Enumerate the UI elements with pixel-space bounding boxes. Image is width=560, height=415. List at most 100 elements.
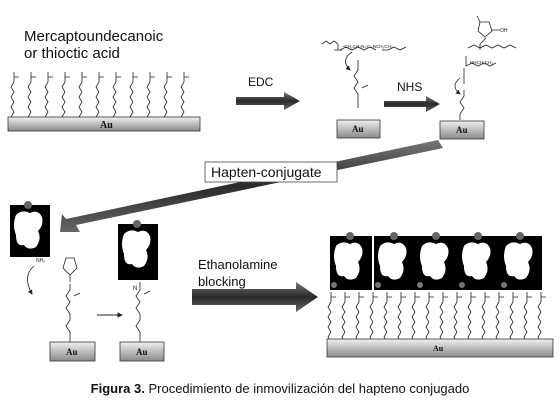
protein-coupling-1 bbox=[10, 201, 50, 257]
blocked-monolayer bbox=[327, 292, 546, 343]
protein-array bbox=[330, 232, 542, 290]
carboxyl-head bbox=[400, 292, 406, 302]
carboxyl-head bbox=[81, 72, 87, 82]
alkyl-chain bbox=[509, 301, 514, 343]
nhs-oh-text: OH bbox=[500, 28, 508, 34]
carboxyl-head bbox=[30, 72, 36, 82]
alkyl-chain bbox=[439, 301, 444, 343]
gold-substrate-5 bbox=[119, 341, 165, 362]
alkyl-chain bbox=[467, 301, 472, 343]
hapten-label-box bbox=[204, 161, 338, 183]
gold-substrate-3 bbox=[439, 120, 485, 140]
alkyl-chain bbox=[95, 81, 100, 118]
caption-text: Procedimiento de inmovilización del hapt… bbox=[148, 381, 470, 396]
immobilized-protein bbox=[416, 232, 458, 290]
edc-arrow bbox=[236, 92, 300, 110]
gold-label-3: Au bbox=[456, 125, 468, 135]
carboxyl-head bbox=[64, 72, 70, 82]
alkyl-chain bbox=[44, 81, 49, 118]
carboxyl-head bbox=[512, 292, 518, 302]
alkyl-chain bbox=[341, 301, 346, 343]
nhs-fragment-text: NHCH₂CH₃ bbox=[470, 60, 493, 65]
edc-intermediate bbox=[321, 40, 407, 108]
acid-monolayer bbox=[10, 72, 189, 118]
alkyl-chain bbox=[383, 301, 388, 343]
amide-n-label: N bbox=[133, 286, 137, 292]
immobilized-protein bbox=[458, 232, 500, 290]
carboxyl-head bbox=[149, 72, 155, 82]
alkyl-chain bbox=[355, 301, 360, 343]
alkyl-chain bbox=[537, 301, 542, 343]
carboxyl-head bbox=[484, 292, 490, 302]
carboxyl-head bbox=[414, 292, 420, 302]
alkyl-chain bbox=[146, 81, 151, 118]
alkyl-chain bbox=[327, 301, 332, 343]
gold-label-2: Au bbox=[352, 124, 364, 134]
alkyl-chain bbox=[180, 81, 185, 118]
carboxyl-head bbox=[428, 292, 434, 302]
alkyl-chain bbox=[61, 81, 66, 118]
alkyl-chain bbox=[369, 301, 374, 343]
carboxyl-head bbox=[183, 72, 189, 82]
carboxyl-head bbox=[358, 292, 364, 302]
acid-label-line1: Mercaptoundecanoic bbox=[24, 28, 164, 45]
carboxyl-head bbox=[456, 292, 462, 302]
carboxyl-head bbox=[386, 292, 392, 302]
alkyl-chain bbox=[425, 301, 430, 343]
gold-substrate-final bbox=[326, 338, 554, 358]
caption-label: Figura 3. bbox=[90, 381, 145, 396]
hapten-conjugate-arrow bbox=[60, 140, 443, 232]
alkyl-chain bbox=[411, 301, 416, 343]
amide-tether bbox=[135, 282, 151, 342]
immobilization-scheme: Mercaptoundecanoic or thioctic acid Au E… bbox=[7, 15, 554, 362]
alkyl-chain bbox=[163, 81, 168, 118]
carboxyl-head bbox=[470, 292, 476, 302]
carboxyl-head bbox=[47, 72, 53, 82]
gold-substrate-2 bbox=[336, 119, 381, 139]
carboxyl-head bbox=[115, 72, 121, 82]
alkyl-chain bbox=[129, 81, 134, 118]
gold-label-final: Au bbox=[433, 344, 444, 353]
nhs-ester-tether bbox=[27, 257, 81, 342]
carboxyl-head bbox=[13, 72, 19, 82]
acid-label-line2: or thioctic acid bbox=[24, 45, 120, 62]
carboxyl-head bbox=[166, 72, 172, 82]
carboxyl-head bbox=[540, 292, 546, 302]
alkyl-chain bbox=[495, 301, 500, 343]
immobilized-protein bbox=[330, 232, 372, 290]
edc-label: EDC bbox=[248, 75, 274, 89]
carboxyl-head bbox=[330, 292, 336, 302]
hapten-conjugate-label: Hapten-conjugate bbox=[211, 164, 322, 180]
alkyl-chain bbox=[112, 81, 117, 118]
alkyl-chain bbox=[481, 301, 486, 343]
alkyl-chain bbox=[78, 81, 83, 118]
nhs-intermediate bbox=[454, 15, 517, 120]
alkyl-chain bbox=[453, 301, 458, 343]
nhs-arrow bbox=[384, 96, 440, 112]
ethanolamine-label-line1: Ethanolamine bbox=[198, 257, 278, 272]
carboxyl-head bbox=[132, 72, 138, 82]
immobilized-protein bbox=[500, 232, 542, 290]
ethanolamine-label-line2: blocking bbox=[198, 274, 246, 289]
carboxyl-head bbox=[372, 292, 378, 302]
immobilized-protein bbox=[374, 232, 416, 290]
nhs-label: NHS bbox=[397, 80, 422, 94]
alkyl-chain bbox=[523, 301, 528, 343]
gold-label-4: Au bbox=[66, 347, 78, 357]
alkyl-chain bbox=[27, 81, 32, 118]
protein-coupled-1 bbox=[118, 220, 158, 280]
figure-caption: Figura 3. Procedimiento de inmovilizació… bbox=[0, 381, 560, 396]
alkyl-chain bbox=[10, 81, 15, 118]
carboxyl-head bbox=[98, 72, 104, 82]
nh2-label: NH₂ bbox=[36, 258, 45, 264]
edc-fragment-text: –CH₂CH₂N=C=NCH₂CH₃ bbox=[342, 44, 393, 49]
alkyl-chain bbox=[397, 301, 402, 343]
ethanolamine-arrow bbox=[192, 282, 318, 312]
carboxyl-head bbox=[498, 292, 504, 302]
carboxyl-head bbox=[526, 292, 532, 302]
carboxyl-head bbox=[442, 292, 448, 302]
gold-substrate-4 bbox=[49, 341, 96, 362]
gold-substrate-1 bbox=[7, 116, 201, 132]
gold-label-5: Au bbox=[136, 347, 148, 357]
gold-label-1: Au bbox=[100, 120, 113, 131]
